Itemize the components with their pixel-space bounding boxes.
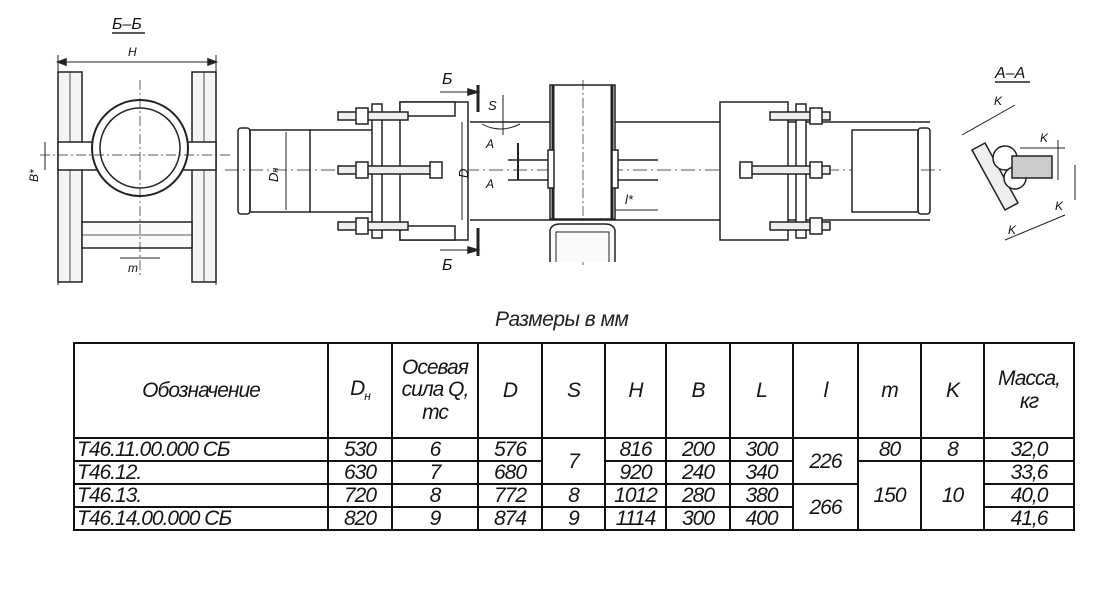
label-k-1: K [994,94,1003,108]
cell-designation: Т46.14.00.000 СБ [73,506,329,531]
cell-h: 816 [604,437,667,462]
cell-d: 576 [477,437,543,462]
label-k-4: K [1008,223,1017,237]
cell-dn: 820 [327,506,393,531]
cell-l: 266 [792,483,859,531]
cell-h: 1012 [604,483,667,508]
label-k-3: K [1055,199,1064,213]
header-mass: Масса,кг [983,342,1075,439]
units-note: Размеры в мм [495,308,629,331]
cell-k: 10 [920,460,985,531]
section-bb-view [40,32,230,285]
section-aa-title: А–А [994,65,1025,82]
label-b-cut-top: Б [442,71,452,88]
label-dn: Dн [266,168,281,182]
table-row: Т46.13. 720 8 772 8 1012 280 380 266 40,… [73,483,1075,531]
cell-b: 300 [665,506,731,531]
cell-d: 772 [477,483,543,508]
cell-b: 280 [665,483,731,508]
label-m: m [128,261,138,275]
section-aa-view [961,81,1076,241]
cell-d: 680 [477,460,543,485]
cell-m: 150 [857,460,922,531]
table-row: Т46.14.00.000 СБ 820 9 874 9 1114 300 40… [73,506,1075,531]
cell-mass: 32,0 [983,437,1075,462]
cell-b: 200 [665,437,731,462]
cell-L: 400 [729,506,794,531]
header-l: l [792,342,859,439]
cell-l: 226 [792,437,859,485]
cell-designation: Т46.11.00.000 СБ [73,437,329,462]
cell-dn: 530 [327,437,393,462]
cell-q: 9 [391,506,479,531]
label-b-cut-bottom: Б [442,257,452,274]
cell-dn: 720 [327,483,393,508]
cell-m: 80 [857,437,922,462]
header-d: D [477,342,543,439]
label-b-star: B* [27,169,41,182]
cell-designation: Т46.12. [73,460,329,485]
cell-q: 8 [391,483,479,508]
label-d: D [456,169,471,178]
cell-d: 874 [477,506,543,531]
cell-L: 300 [729,437,794,462]
technical-drawing: Б–Б H B* m Dн D S A A Б Б l* А–А K K K K [27,16,1076,285]
label-a-bottom: A [485,177,494,191]
header-dn: Dн [327,342,393,439]
cell-b: 240 [665,460,731,485]
cell-s: 7 [541,437,606,485]
label-s: S [488,98,497,113]
table-row: Т46.11.00.000 СБ 530 6 576 7 816 200 300… [73,437,1075,485]
header-L: L [729,342,794,439]
cell-q: 6 [391,437,479,462]
header-designation: Обозначение [73,342,329,439]
header-m: m [857,342,922,439]
section-bb-title: Б–Б [112,16,142,33]
label-h: H [128,45,137,59]
main-assembly-view [225,80,945,265]
label-l-star: l* [625,192,634,207]
cell-designation: Т46.13. [73,483,329,508]
cell-mass: 40,0 [983,483,1075,508]
cell-s: 9 [541,506,606,531]
label-k-2: K [1040,131,1049,145]
cell-s: 8 [541,483,606,508]
header-b: B [665,342,731,439]
header-k: K [920,342,985,439]
cell-mass: 41,6 [983,506,1075,531]
label-a-top: A [485,137,494,151]
cell-k: 8 [920,437,985,462]
cell-dn: 630 [327,460,393,485]
header-h: H [604,342,667,439]
cell-q: 7 [391,460,479,485]
cell-h: 1114 [604,506,667,531]
table-row: Т46.12. 630 7 680 920 240 340 150 10 33,… [73,460,1075,531]
header-s: S [541,342,606,439]
cell-mass: 33,6 [983,460,1075,485]
cell-h: 920 [604,460,667,485]
cell-L: 380 [729,483,794,508]
cell-L: 340 [729,460,794,485]
